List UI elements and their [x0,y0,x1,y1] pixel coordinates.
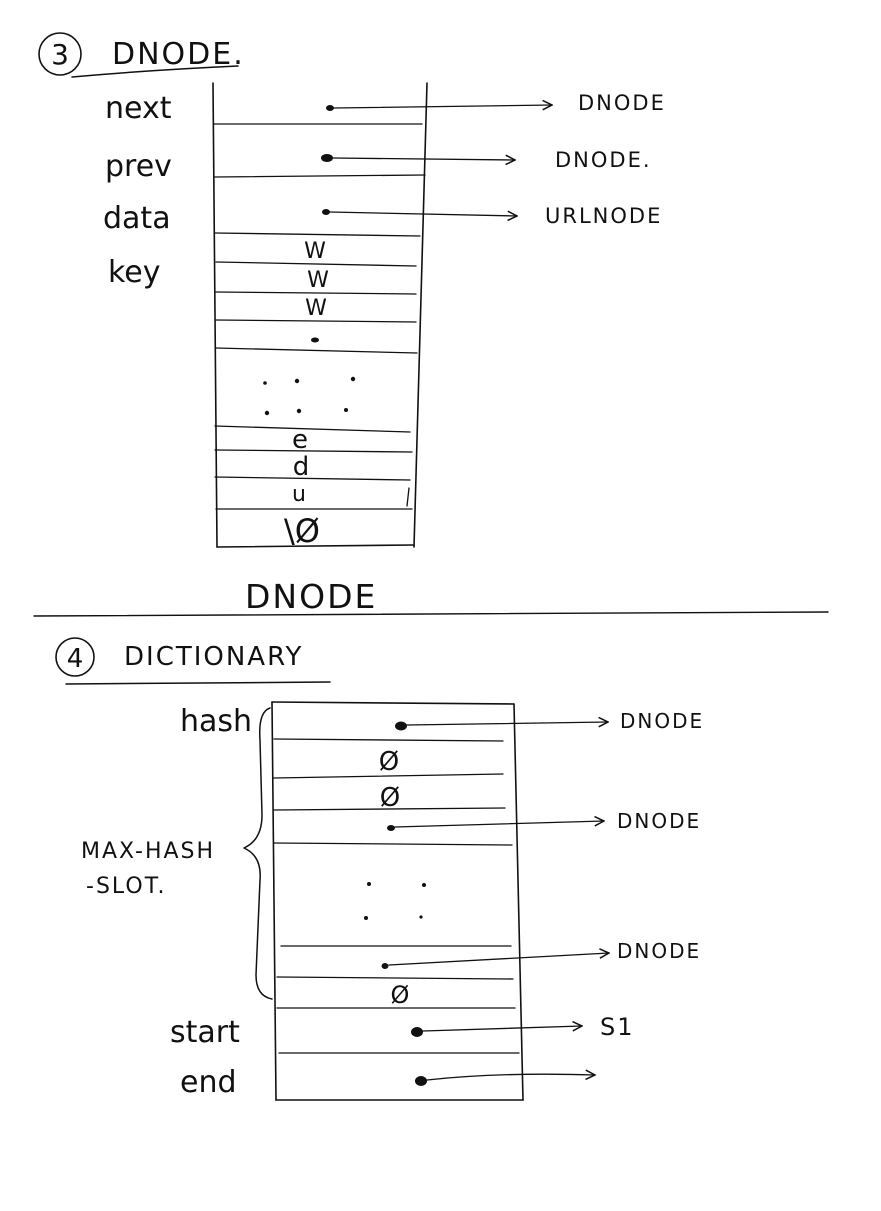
section-4-circle [55,637,95,677]
dnode-section: 3 DNODE. next prev data key [38,32,666,616]
section-3-circle [38,32,82,76]
key-char-dot [311,337,319,343]
start-pointer [411,1026,582,1037]
key-null-terminator: \Ø [284,512,320,550]
section-4-number: 4 [67,644,84,674]
null-slot: Ø [380,783,400,813]
data-target-label: URLNODE [545,204,662,228]
next-target-label: DNODE [578,91,666,115]
hash-slot-pointer [381,953,610,969]
key-char: W [307,268,329,293]
section-3-number: 3 [51,38,69,71]
null-slot: Ø [391,981,410,1009]
dictionary-section-title: DICTIONARY [124,642,303,672]
hash-ellipsis [364,882,426,920]
hash-target-label: DNODE [620,709,704,733]
field-label-prev: prev [105,149,172,184]
dictionary-record-box [271,701,524,1101]
start-target-label: S1 [600,1013,635,1041]
hash-slot-pointer [387,821,604,831]
key-ellipsis [263,376,356,416]
dnode-record-box [212,82,428,548]
hash-slot-brace [243,707,273,1000]
prev-pointer [321,154,515,162]
null-slot: Ø [379,747,399,777]
field-label-hash: hash [180,704,252,739]
field-label-data: data [103,201,171,236]
field-label-end: end [180,1065,237,1100]
key-char: e [292,425,308,455]
field-label-next: next [105,91,172,126]
dictionary-title-underline [65,681,331,685]
hash-slot-pointer [395,722,608,731]
data-pointer [322,209,517,216]
key-char: u [292,482,306,507]
section-divider [33,611,829,617]
hash-target-label: DNODE [617,939,701,963]
brace-label-line1: MAX-HASH [81,839,215,864]
key-char: W [305,296,327,321]
dnode-caption: DNODE [245,577,377,616]
dnode-title-underline [71,65,239,78]
hash-target-label: DNODE [617,809,701,833]
prev-target-label: DNODE. [555,148,652,172]
key-char: d [293,452,310,482]
brace-label-line2: -SLOT. [86,874,167,899]
field-label-start: start [170,1015,240,1050]
key-char: W [304,239,326,264]
field-label-key: key [108,255,161,290]
next-pointer [326,105,552,111]
end-pointer [415,1074,595,1086]
dictionary-section: 4 DICTIONARY hash start end MAX-HASH -SL… [55,637,704,1101]
